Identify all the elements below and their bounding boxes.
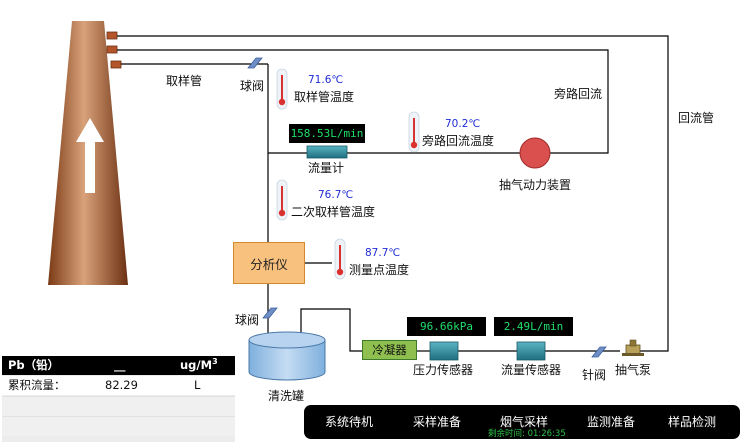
flow-meter-label: 流量计	[308, 161, 345, 175]
bypass-return-temp-label: 旁路回流温度	[422, 134, 495, 148]
needle-valve-icon[interactable]	[591, 346, 607, 358]
pressure-sensor[interactable]	[429, 341, 459, 361]
measuring-point-temp-label: 测量点温度	[349, 263, 410, 277]
step-sample-testing[interactable]: 样品检测	[668, 415, 717, 429]
chimney	[48, 21, 128, 285]
suction-pump-label: 抽气泵	[615, 363, 652, 377]
suction-power-device-label: 抽气动力装置	[499, 178, 572, 192]
table-row: 累积流量： 82.29 L	[2, 376, 235, 395]
pipes	[117, 35, 669, 352]
step-system-standby[interactable]: 系统待机	[325, 415, 374, 429]
element-value: __	[114, 358, 126, 372]
flow-sensor-label: 流量传感器	[501, 363, 562, 377]
wash-tank-label: 清洗罐	[268, 389, 305, 403]
analyzer-box[interactable]: 分析仪	[233, 242, 305, 284]
wash-tank[interactable]	[248, 331, 326, 381]
up-arrow-icon	[76, 118, 104, 193]
process-status-bar: 系统待机 采样准备 烟气采样 监测准备 样品检测 剩余时间: 01:26:35	[304, 405, 740, 439]
pb-data-table: Pb（铅） __ ug/M3 累积流量： 82.29 L	[2, 356, 235, 442]
sampling-pipe-label: 取样管	[166, 74, 203, 88]
flow-meter-display: 158.53L/min	[289, 124, 365, 143]
step-monitoring-prep[interactable]: 监测准备	[587, 415, 636, 429]
flow-sensor-display: 2.49L/min	[494, 317, 573, 336]
bypass-return-temp-value: 70.2℃	[445, 118, 481, 130]
remaining-time: 剩余时间: 01:26:35	[488, 429, 566, 439]
cumulative-flow-unit: L	[194, 378, 201, 392]
condenser-box[interactable]: 冷凝器	[362, 340, 417, 360]
step-sampling-prep[interactable]: 采样准备	[413, 415, 462, 429]
element-unit: ug/M3	[180, 357, 218, 372]
ball-valve-top-icon[interactable]	[247, 57, 263, 69]
table-header-row: Pb（铅） __ ug/M3	[2, 356, 235, 375]
sampling-pipe-temp-value: 71.6℃	[308, 74, 344, 86]
secondary-sampling-temp-label: 二次取样管温度	[291, 205, 376, 219]
thermometer-icon	[334, 238, 346, 280]
measuring-point-temp-value: 87.7℃	[365, 247, 401, 259]
secondary-sampling-temp-value: 76.7℃	[318, 189, 354, 201]
cumulative-flow-value: 82.29	[105, 378, 138, 392]
ball-valve-label: 球阀	[240, 79, 265, 93]
flow-sensor[interactable]	[516, 341, 546, 361]
sampling-pipe-temp-label: 取样管温度	[294, 90, 355, 104]
flow-meter[interactable]	[306, 145, 348, 159]
table-row	[2, 416, 235, 436]
pressure-display: 96.66kPa	[407, 317, 486, 336]
cumulative-flow-label: 累积流量：	[8, 378, 66, 392]
return-pipe-label: 回流管	[678, 111, 715, 125]
table-row	[2, 396, 235, 416]
ball-valve-bottom-icon[interactable]	[262, 307, 278, 319]
thermometer-icon	[276, 68, 288, 110]
pressure-sensor-label: 压力传感器	[413, 363, 474, 377]
suction-power-device[interactable]	[519, 137, 551, 169]
step-flue-gas-sampling[interactable]: 烟气采样	[500, 415, 549, 429]
suction-pump-icon[interactable]	[622, 339, 644, 356]
element-name: Pb（铅）	[8, 358, 60, 372]
bypass-return-label: 旁路回流	[554, 87, 603, 101]
needle-valve-label: 针阀	[582, 368, 607, 382]
ball-valve-label: 球阀	[235, 313, 260, 327]
thermometer-icon	[276, 179, 288, 221]
thermometer-icon	[408, 111, 420, 153]
